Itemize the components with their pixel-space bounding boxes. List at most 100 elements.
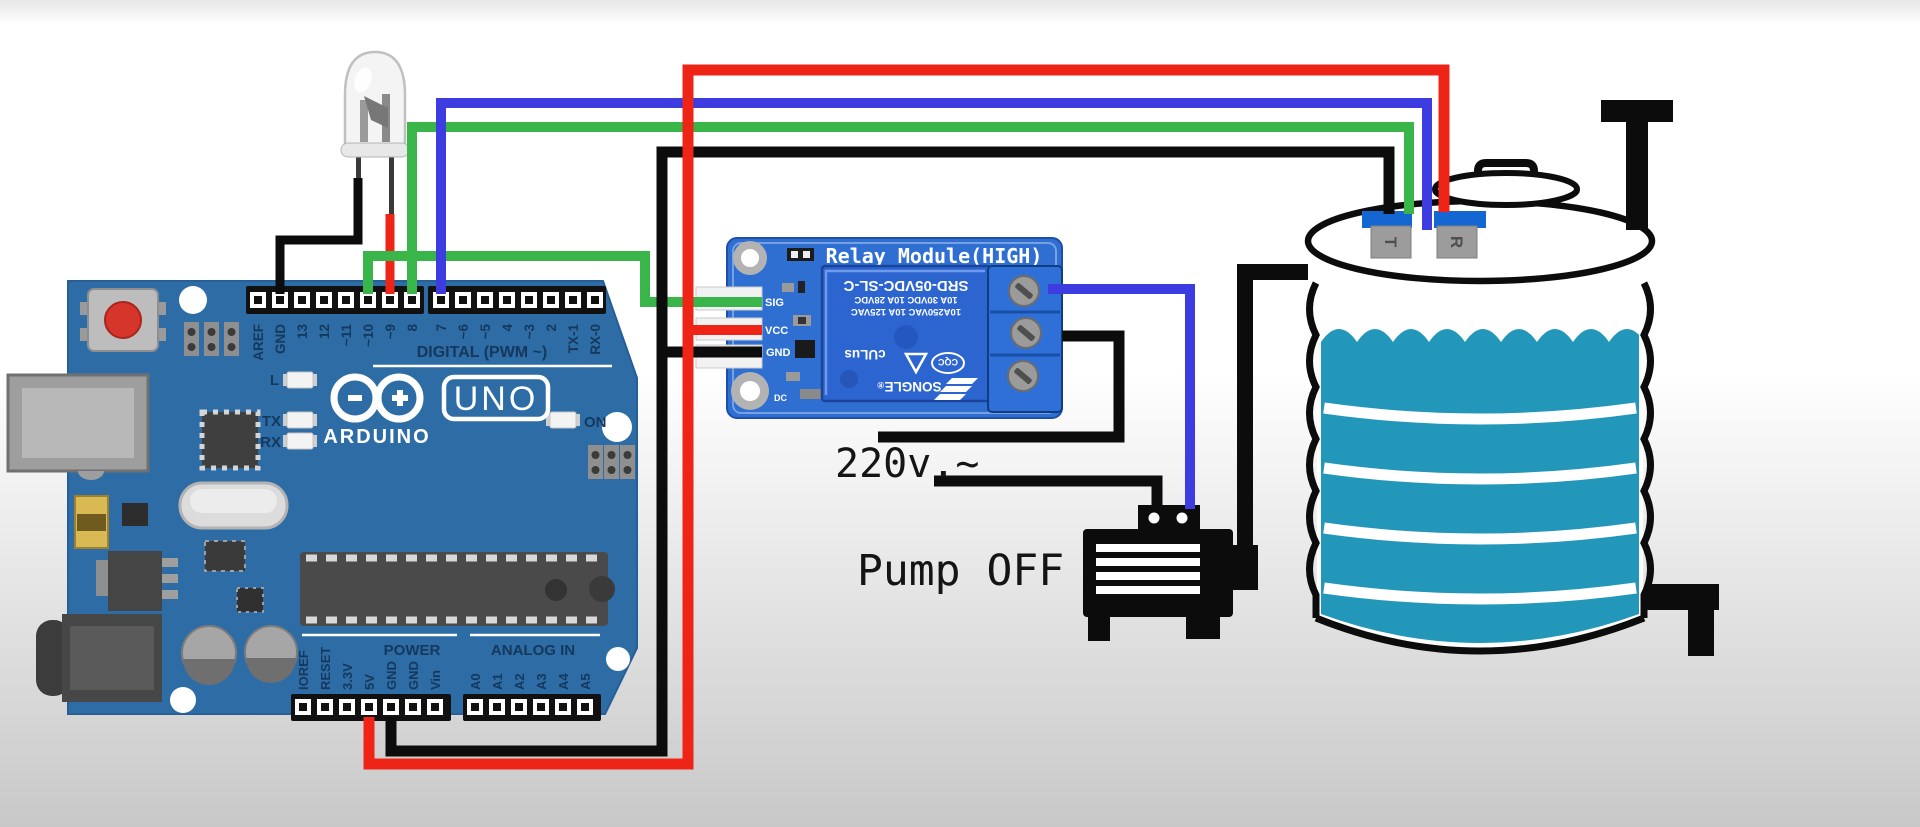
- pin-label-tx1: TX-1: [566, 324, 581, 354]
- pump-outlet-flange: [1225, 545, 1258, 590]
- pin-label-a5: A5: [578, 673, 593, 690]
- relay-rating-2: 10A250VAC 10A 125VAC: [851, 306, 961, 317]
- wires: [275, 64, 1450, 770]
- mount-hole: [179, 286, 207, 314]
- uno-model-badge: UNO: [441, 374, 551, 422]
- pump-status-label: Pump OFF: [857, 546, 1064, 596]
- pin-label-aref: AREF: [251, 324, 266, 361]
- led-leg: [356, 152, 361, 188]
- led-on-icon: [545, 411, 581, 429]
- uno-model-label: UNO: [454, 380, 539, 418]
- tank-inlet-pipe: [1601, 100, 1673, 230]
- power-section-label: POWER: [384, 642, 441, 659]
- mount-hole: [606, 647, 630, 671]
- led-tx-label: TX: [262, 413, 281, 430]
- pin-label-rx0: RX-0: [588, 324, 603, 355]
- pin-label-8: 8: [405, 324, 420, 332]
- pump-leg: [1186, 615, 1220, 639]
- reset-button[interactable]: [80, 288, 166, 352]
- tank-outline-left: [1306, 281, 1320, 618]
- relay-smd-parts: [782, 248, 1065, 399]
- led-rx-label: RX: [260, 434, 281, 451]
- power-pin-labels: IOREF RESET 3.3V 5V GND GND Vin: [296, 647, 443, 690]
- led-leg: [389, 152, 394, 222]
- pin-label-a0: A0: [468, 673, 483, 690]
- transistor-icon: [122, 503, 148, 526]
- pin-label-11: ~11: [339, 324, 354, 347]
- wire-led-cathode-gnd: [275, 178, 363, 294]
- relay-cert-triangle-icon: [903, 352, 929, 375]
- relay-title: Relay Module(HIGH): [826, 244, 1043, 268]
- pin-label-a2: A2: [512, 673, 527, 690]
- arduino-board: AREF GND 13 12 ~11 ~10 ~9 8 7 ~6 ~5 4 ~3…: [6, 280, 638, 721]
- relay-pin-gnd: GND: [766, 347, 791, 359]
- pin-label-a3: A3: [534, 673, 549, 690]
- relay-brand-label: SONGLE: [884, 379, 941, 394]
- analog-header: [463, 694, 601, 721]
- icsp-header-2: [588, 445, 635, 479]
- relay-pin-sig: SIG: [765, 297, 784, 309]
- relay-cube-print: SRD-05VDC-SL-C 10A 30VDC 10A 28VDC 10A25…: [843, 277, 978, 400]
- led-bulb: [343, 50, 407, 150]
- led-l-icon: [282, 371, 318, 389]
- icsp-header: [184, 322, 239, 356]
- relay-pin-vcc: VCC: [765, 325, 788, 337]
- arduino-brand-label: ARDUINO: [323, 426, 430, 448]
- usb-port-icon: [6, 373, 150, 480]
- pin-label-3v3: 3.3V: [340, 663, 355, 690]
- pin-label-vin: Vin: [428, 670, 443, 690]
- relay-reg-mark: ®: [877, 380, 884, 390]
- electrolytic-caps-icon: [181, 625, 298, 685]
- wire-d7-tank-sensor: [436, 98, 1432, 294]
- relay-hole: [731, 241, 769, 410]
- sensor-receiver: [1436, 225, 1478, 259]
- wire-relay-no-to-pump: [1048, 284, 1195, 509]
- power-header: [291, 694, 451, 721]
- relay-cqc-mark: CQC: [938, 357, 959, 367]
- mount-hole: [602, 412, 632, 442]
- water-tank: T R: [1304, 100, 1719, 656]
- wire-gnd-net: [385, 146, 1395, 757]
- pin-label-4: 4: [500, 324, 515, 332]
- digital-header: [246, 286, 606, 314]
- relay-stripe-icon: [946, 378, 978, 384]
- arduino-logo-icon: [330, 373, 424, 423]
- sensor-r-label: R: [1447, 236, 1466, 248]
- digital-section-label: DIGITAL (PWM ~): [417, 344, 548, 361]
- pin-label-reset: RESET: [318, 647, 333, 690]
- pin-label-7: 7: [434, 324, 449, 332]
- water-pump: [1083, 505, 1258, 641]
- pin-label-13: 13: [295, 324, 310, 340]
- led-flange: [340, 142, 410, 158]
- relay-model-label: SRD-05VDC-SL-C: [843, 277, 968, 294]
- pin-label-6: ~6: [456, 324, 471, 340]
- crystal-icon: [178, 481, 289, 530]
- pin-label-3: ~3: [522, 324, 537, 340]
- tank-outline-right: [1640, 281, 1654, 618]
- relay-dc-label: DC: [774, 393, 787, 403]
- sensor-t-label: T: [1381, 237, 1400, 248]
- wire-ac-line-pump: [934, 475, 1163, 508]
- wire-5v-net: [363, 64, 1450, 770]
- analog-section-label: ANALOG IN: [491, 642, 575, 659]
- tank-water: [1321, 329, 1639, 643]
- relay-rating-1: 10A 30VDC 10A 28VDC: [854, 294, 957, 305]
- led-tx-icon: [282, 411, 318, 429]
- tank-outlet-faucet: [1645, 584, 1719, 656]
- led-l-label: L: [270, 372, 279, 389]
- pin-label-2: 2: [544, 324, 559, 332]
- power-jack-icon: [36, 614, 162, 702]
- led: [340, 50, 410, 222]
- supply-voltage-label: 220v.~: [835, 441, 980, 487]
- pump-leg: [1088, 615, 1110, 641]
- relay-stripe-icon: [934, 394, 966, 400]
- tank-outline-bottom: [1314, 614, 1646, 655]
- pin-label-a4: A4: [556, 673, 571, 690]
- mount-hole: [170, 687, 196, 713]
- pin-label-ioref: IOREF: [296, 650, 311, 690]
- pin-label-10: ~10: [361, 324, 376, 347]
- wire-ac-line-relay: [878, 330, 1125, 443]
- digital-pin-labels: AREF GND 13 12 ~11 ~10 ~9 8 7 ~6 ~5 4 ~3…: [251, 324, 603, 361]
